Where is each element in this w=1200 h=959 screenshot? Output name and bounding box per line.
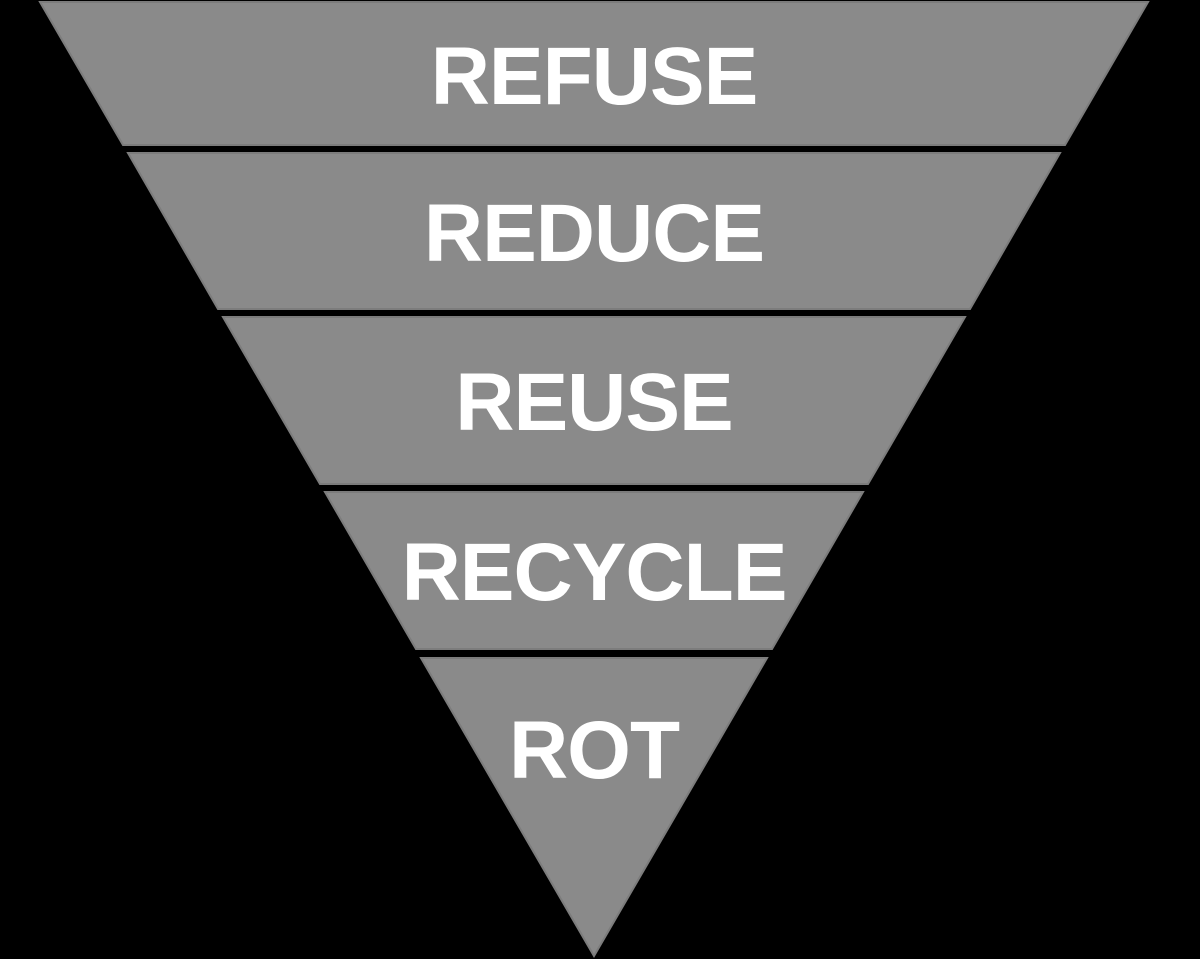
segment-shape-reuse — [221, 316, 967, 485]
segment-shape-rot — [419, 657, 769, 958]
pyramid-level-recycle: RECYCLE — [323, 491, 865, 650]
segment-shape-reduce — [126, 152, 1062, 310]
pyramid-level-refuse: REFUSE — [38, 0, 1150, 146]
level-label-recycle: RECYCLE — [402, 527, 787, 618]
level-label-rot: ROT — [509, 705, 680, 796]
segment-shape-recycle — [323, 491, 865, 650]
pyramid-level-reduce: REDUCE — [126, 152, 1062, 310]
segment-shape-refuse — [38, 0, 1150, 146]
level-label-refuse: REFUSE — [431, 31, 758, 122]
level-label-reuse: REUSE — [455, 357, 733, 448]
pyramid-level-rot: ROT — [419, 657, 769, 958]
level-label-reduce: REDUCE — [424, 188, 764, 279]
pyramid-level-reuse: REUSE — [221, 316, 967, 485]
